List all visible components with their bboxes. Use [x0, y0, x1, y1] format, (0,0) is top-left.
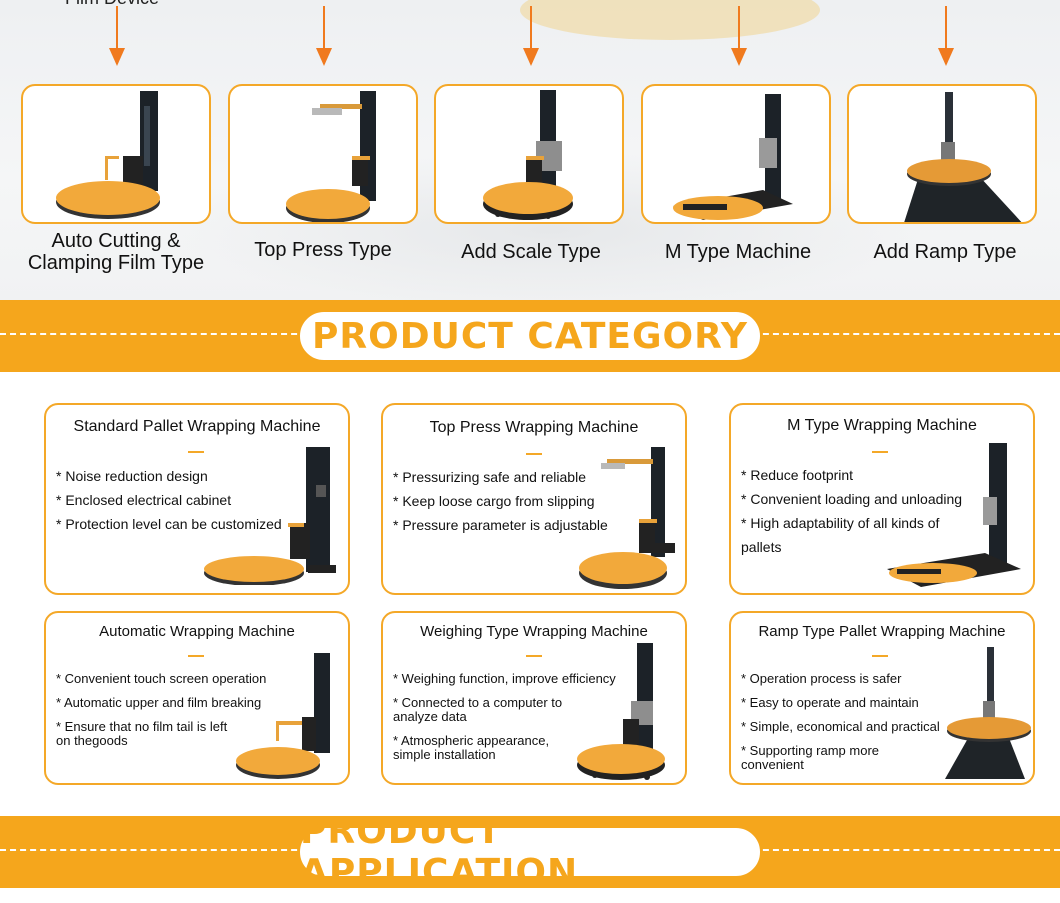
- feature-text: * Supporting ramp more: [741, 743, 880, 758]
- application-pill: PRODUCT APPLICATION: [298, 811, 762, 893]
- title-underline: [872, 655, 888, 657]
- type-card-add-ramp[interactable]: [847, 84, 1037, 224]
- feature-text: * Pressure parameter is adjustable: [393, 517, 608, 533]
- feature-text: * Protection level can be customized: [56, 516, 282, 532]
- m-type-machine-icon: [887, 443, 1021, 587]
- arrow-icon: [109, 6, 125, 66]
- automatic-machine-icon: [236, 653, 330, 779]
- feature-text: simple installation: [393, 747, 496, 762]
- section-title: PRODUCT APPLICATION: [300, 811, 579, 893]
- product-card-standard[interactable]: Standard Pallet Wrapping Machine * Noise…: [44, 403, 350, 595]
- type-label-top-press: Top Press Type: [254, 239, 392, 261]
- standard-machine-icon: [204, 447, 336, 585]
- title-underline: [872, 451, 888, 453]
- feature-text: pallets: [741, 539, 782, 555]
- feature-text: * Connected to a computer to: [393, 695, 563, 710]
- feature-text: * Weighing function, improve efficiency: [393, 671, 616, 686]
- cut-off-caption: Film Device: [65, 0, 159, 9]
- feature-text: * Noise reduction design: [56, 468, 208, 484]
- feature-text: * Reduce footprint: [741, 467, 854, 483]
- product-card-m-type[interactable]: M Type Wrapping Machine * Reduce footpri…: [729, 403, 1035, 595]
- product-title: Automatic Wrapping Machine: [99, 623, 295, 640]
- product-title: Standard Pallet Wrapping Machine: [73, 418, 321, 435]
- background-turntable: [520, 0, 820, 40]
- weighing-machine-icon: [577, 643, 665, 780]
- category-band: PRODUCT CATEGORY: [0, 300, 1060, 372]
- feature-text: convenient: [741, 757, 804, 772]
- product-card-top-press[interactable]: Top Press Wrapping Machine * Pressurizin…: [381, 403, 687, 595]
- machine-ramp-icon: [904, 92, 1022, 222]
- application-band: PRODUCT APPLICATION: [0, 811, 1060, 893]
- section-title: PRODUCT CATEGORY: [312, 315, 748, 357]
- product-title: Ramp Type Pallet Wrapping Machine: [758, 623, 1006, 640]
- top-banner: Film Device: [0, 0, 1060, 300]
- feature-text: * High adaptability of all kinds of: [741, 515, 940, 531]
- product-title: Top Press Wrapping Machine: [429, 419, 639, 436]
- type-card-auto-cutting[interactable]: [21, 84, 211, 224]
- feature-text: * Operation process is safer: [741, 671, 902, 686]
- feature-text: * Simple, economical and practical: [741, 719, 940, 734]
- product-card-ramp[interactable]: Ramp Type Pallet Wrapping Machine * Oper…: [729, 611, 1035, 785]
- type-label-m-type: M Type Machine: [664, 241, 812, 263]
- feature-text: * Keep loose cargo from slipping: [393, 493, 595, 509]
- type-label-add-ramp: Add Ramp Type: [873, 241, 1017, 263]
- type-card-top-press[interactable]: [228, 84, 418, 224]
- machine-top-press-icon: [286, 91, 376, 222]
- feature-text: * Automatic upper and film breaking: [56, 695, 262, 710]
- feature-text: * Atmospheric appearance,: [393, 733, 550, 748]
- machine-basic-icon: [56, 91, 160, 219]
- arrow-icon: [731, 6, 747, 66]
- category-pill: PRODUCT CATEGORY: [298, 310, 762, 362]
- feature-text: * Pressurizing safe and reliable: [393, 469, 586, 485]
- feature-text: * Enclosed electrical cabinet: [56, 492, 232, 508]
- type-label-add-scale: Add Scale Type: [461, 241, 601, 263]
- feature-text: on thegoods: [56, 733, 128, 748]
- ramp-machine-icon: [945, 647, 1031, 779]
- feature-text: * Easy to operate and maintain: [741, 695, 919, 710]
- product-title: Weighing Type Wrapping Machine: [420, 623, 648, 640]
- feature-text: * Convenient touch screen operation: [56, 671, 267, 686]
- arrow-icon: [938, 6, 954, 66]
- feature-text: analyze data: [393, 709, 467, 724]
- arrow-icon: [523, 6, 539, 66]
- title-underline: [526, 655, 542, 657]
- type-card-add-scale[interactable]: [434, 84, 624, 224]
- product-card-automatic[interactable]: Automatic Wrapping Machine * Convenient …: [44, 611, 350, 785]
- product-title: M Type Wrapping Machine: [787, 417, 977, 434]
- machine-m-type-icon: [673, 94, 793, 220]
- title-underline: [188, 655, 204, 657]
- feature-text: * Ensure that no film tail is left: [56, 719, 228, 734]
- feature-text: * Convenient loading and unloading: [741, 491, 963, 507]
- machine-scale-icon: [483, 90, 573, 220]
- top-press-machine-icon: [579, 447, 675, 589]
- arrow-icon: [316, 6, 332, 66]
- title-underline: [526, 453, 542, 455]
- title-underline: [188, 451, 204, 453]
- type-label-auto-cutting: Auto Cutting & Clamping Film Type: [27, 230, 205, 274]
- product-card-weighing[interactable]: Weighing Type Wrapping Machine * Weighin…: [381, 611, 687, 785]
- type-card-m-type[interactable]: [641, 84, 831, 224]
